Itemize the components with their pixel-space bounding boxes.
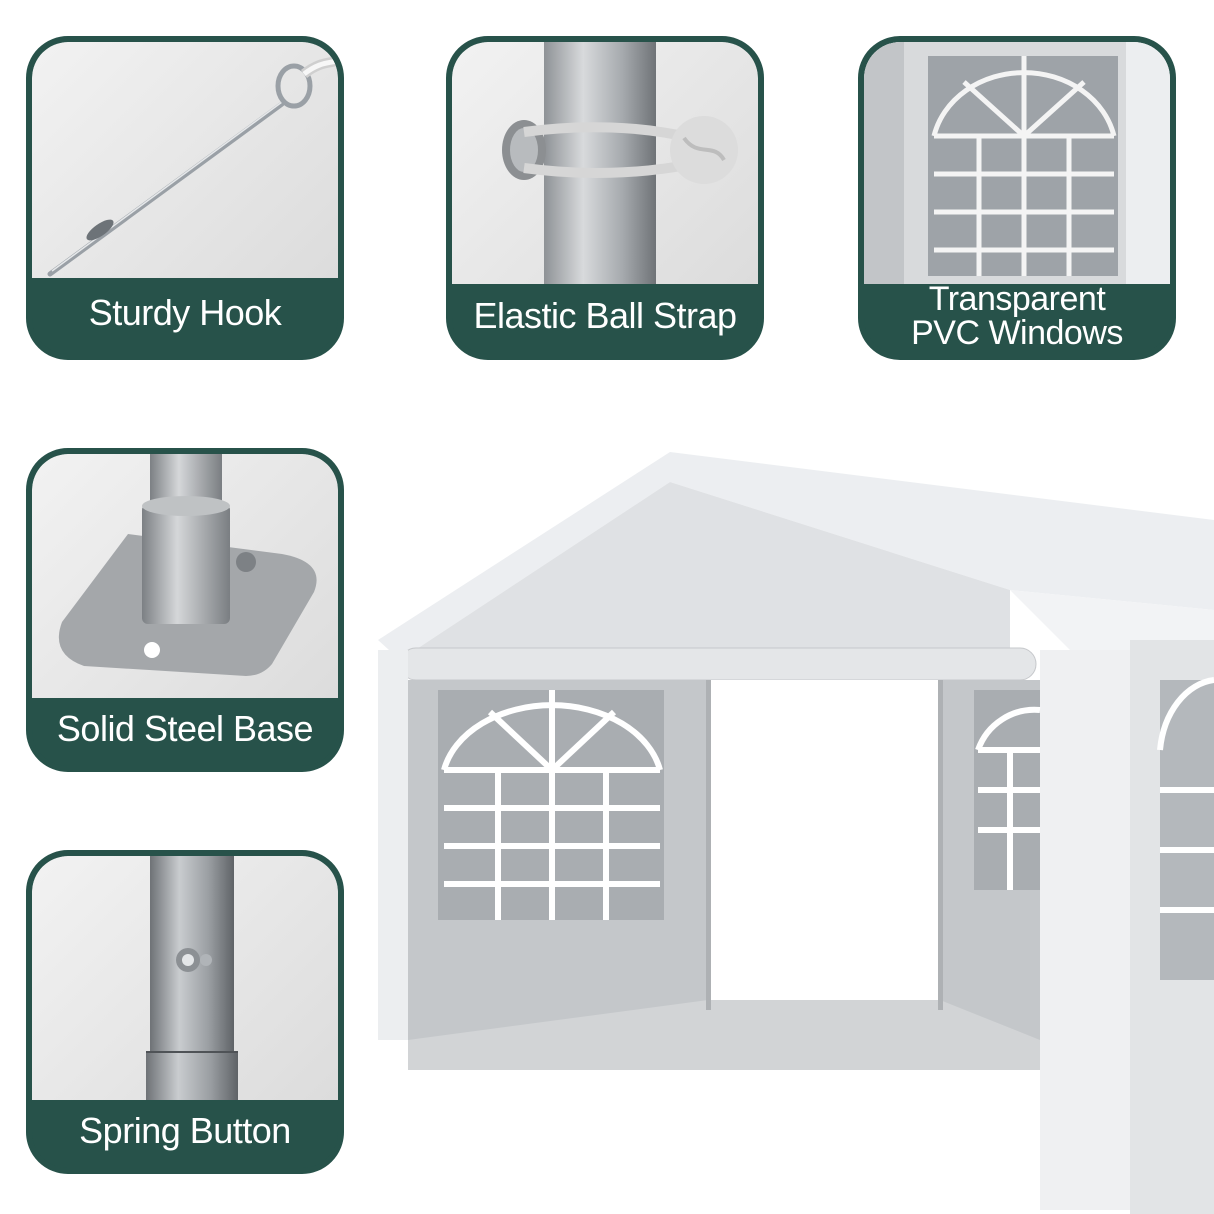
window-panel-icon [864, 42, 1170, 284]
feature-label: Solid Steel Base [56, 708, 314, 749]
window-panel-image [864, 42, 1170, 284]
feature-card-elastic-ball-strap: Elastic Ball Strap [446, 36, 764, 360]
ball-bungee-strap-icon [502, 42, 738, 284]
feature-label: Elastic Ball Strap [473, 295, 737, 336]
tent-window-left [438, 690, 664, 920]
steel-foot-plate-icon [58, 454, 317, 676]
spring-button-pole-icon [146, 856, 238, 1100]
feature-label: Sturdy Hook [88, 292, 282, 333]
label-line-1: Transparent [928, 280, 1106, 318]
party-tent-illustration [378, 452, 1214, 1214]
steel-foot-plate-image [32, 454, 338, 698]
feature-label: Spring Button [79, 1110, 291, 1151]
ground-stake-hook-icon [47, 55, 338, 277]
label-line-2: PVC Windows [911, 314, 1123, 352]
ball-bungee-strap-image [452, 42, 758, 284]
feature-card-solid-steel-base: Solid Steel Base [26, 448, 344, 772]
tent-window-side [1157, 677, 1214, 980]
feature-card-transparent-pvc-windows: Transparent PVC Windows [858, 36, 1176, 360]
feature-card-sturdy-hook: Sturdy Hook [26, 36, 344, 360]
feature-card-spring-button: Spring Button [26, 850, 344, 1174]
feature-label: Transparent PVC Windows [864, 278, 1170, 354]
tent-window-right [974, 690, 1041, 890]
ground-stake-hook-image [32, 42, 338, 278]
spring-button-pole-image [32, 856, 338, 1100]
